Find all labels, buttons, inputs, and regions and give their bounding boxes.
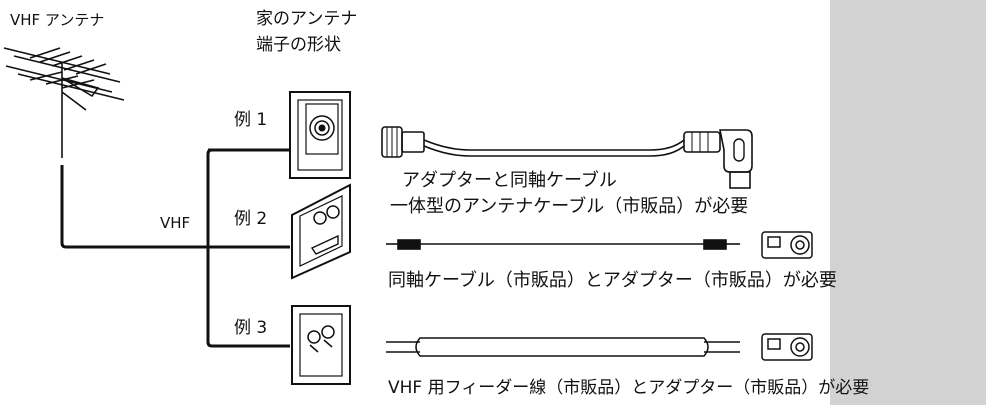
caption-ex1-line2: 一体型のアンテナケーブル（市販品）が必要 bbox=[390, 196, 749, 217]
terminal-heading-line2: 端子の形状 bbox=[256, 35, 341, 55]
coaxial-cable-icon bbox=[386, 239, 740, 250]
caption-ex3: VHF 用フィーダー線（市販品）とアダプター（市販品）が必要 bbox=[388, 378, 870, 398]
caption-ex2: 同軸ケーブル（市販品）とアダプター（市販品）が必要 bbox=[388, 270, 837, 291]
adapter-icon bbox=[761, 231, 813, 259]
adapter-icon bbox=[761, 333, 813, 361]
terminal-heading-line1: 家のアンテナ bbox=[256, 9, 358, 29]
antenna-label: VHF アンテナ bbox=[10, 11, 105, 29]
terminal-plate-screw bbox=[291, 183, 351, 280]
integrated-antenna-cable-icon bbox=[381, 126, 753, 189]
terminal-plate-twin bbox=[291, 305, 351, 385]
caption-ex1-line1: アダプターと同軸ケーブル bbox=[402, 170, 617, 191]
terminal-plate-coaxial bbox=[289, 91, 351, 179]
cable-label: VHF bbox=[160, 214, 191, 232]
vhf-feed-line bbox=[60, 148, 290, 348]
side-panel bbox=[830, 0, 986, 405]
example-label: 例 3 bbox=[234, 318, 268, 338]
vhf-antenna-icon bbox=[3, 47, 125, 158]
feeder-wire-icon bbox=[386, 337, 740, 357]
example-label: 例 1 bbox=[234, 110, 268, 130]
example-label: 例 2 bbox=[234, 209, 268, 229]
